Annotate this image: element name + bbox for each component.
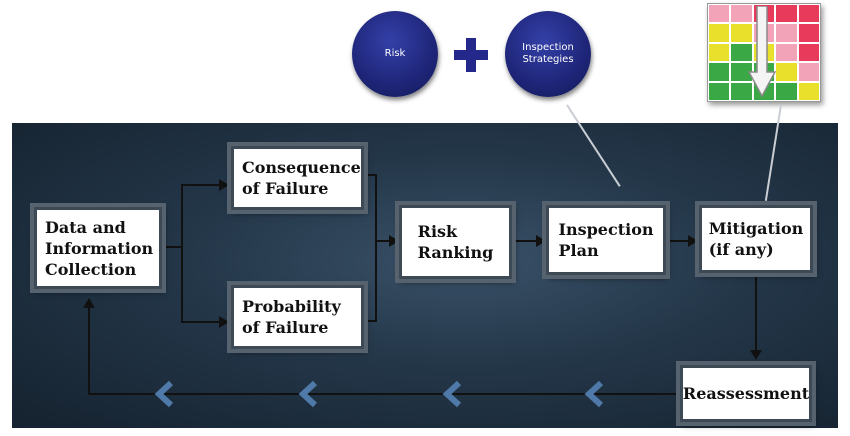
arrow-to-data-collection (83, 298, 95, 308)
reassessment-box: Reassessment (680, 365, 812, 422)
risk-matrix-cell (775, 81, 798, 101)
risk-matrix-cell (730, 42, 753, 63)
risk-matrix-cell (797, 4, 820, 24)
reassessment-label: Reassessment (682, 384, 810, 403)
line-data-out (162, 246, 182, 248)
line-feedback-up (88, 308, 90, 395)
plus-icon-bar (454, 50, 488, 60)
consequence-label: Consequence of Failure (242, 158, 361, 198)
data-collection-box: Data and Information Collection (34, 207, 162, 289)
risk-matrix-cell (708, 4, 731, 24)
line-risk-to-plan (512, 240, 536, 242)
line-to-probability (181, 321, 219, 323)
risk-matrix-cell (797, 42, 820, 63)
arrow-to-mitigation (688, 235, 698, 247)
arrow-to-reassessment (750, 350, 762, 360)
inspection-strategies-label: Inspection Strategies (522, 42, 574, 65)
inspection-strategies-circle: Inspection Strategies (505, 11, 591, 97)
risk-matrix-cell (775, 4, 798, 24)
line-mitigation-down (755, 272, 757, 350)
risk-matrix-cell (797, 23, 820, 43)
risk-matrix-cell (708, 23, 731, 43)
risk-matrix-cell (775, 42, 798, 63)
probability-label: Probability of Failure (242, 297, 341, 337)
risk-matrix-cell (730, 4, 753, 24)
arrow-to-probability (219, 316, 229, 328)
consequence-box: Consequence of Failure (231, 146, 364, 210)
chevron-left-icon (584, 380, 604, 408)
risk-matrix-cell (730, 23, 753, 43)
probability-box: Probability of Failure (231, 285, 364, 349)
inspection-plan-box: Inspection Plan (546, 205, 666, 275)
risk-matrix-cell (797, 81, 820, 101)
chevron-left-icon (298, 380, 318, 408)
line-consequence-out (364, 174, 376, 176)
line-plan-to-mitigation (666, 240, 688, 242)
risk-matrix-cell (797, 62, 820, 82)
data-collection-label: Data and Information Collection (45, 217, 154, 279)
arrow-to-risk-ranking (389, 235, 399, 247)
risk-matrix-cell (708, 81, 731, 101)
line-probability-out (364, 320, 376, 322)
line-split-vertical (181, 184, 183, 322)
risk-circle-label: Risk (384, 48, 406, 59)
mitigation-label: Mitigation (if any) (708, 219, 804, 259)
line-to-consequence (181, 184, 219, 186)
chevron-left-icon (154, 380, 174, 408)
risk-matrix-cell (708, 62, 731, 82)
risk-matrix-cell (730, 81, 753, 101)
risk-matrix-cell (775, 62, 798, 82)
inspection-plan-label: Inspection Plan (558, 220, 654, 260)
risk-ranking-label: Risk Ranking (417, 222, 494, 262)
line-to-risk-ranking (375, 240, 389, 242)
down-arrow-icon (747, 6, 777, 98)
risk-matrix-cell (708, 42, 731, 63)
risk-ranking-box: Risk Ranking (399, 205, 512, 279)
mitigation-box: Mitigation (if any) (699, 205, 813, 273)
line-feedback-bottom (88, 393, 680, 395)
chevron-left-icon (442, 380, 462, 408)
arrow-to-inspection-plan (536, 235, 546, 247)
risk-circle: Risk (352, 11, 438, 97)
arrow-to-consequence (219, 179, 229, 191)
risk-matrix-cell (775, 23, 798, 43)
line-merge-vertical (375, 174, 377, 322)
